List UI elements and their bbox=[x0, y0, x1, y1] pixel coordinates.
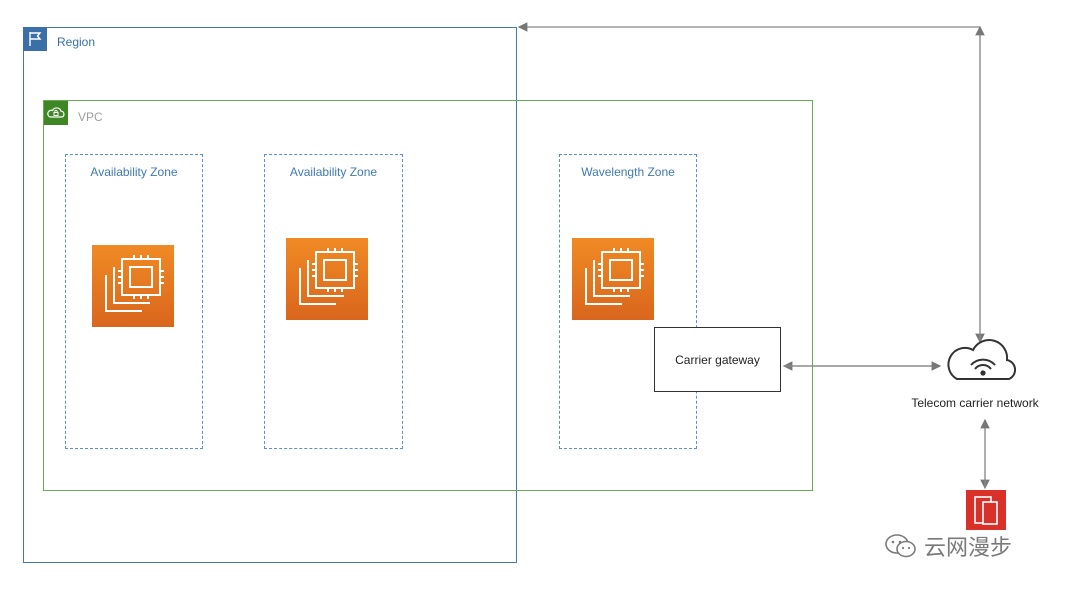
watermark: 云网漫步 bbox=[884, 530, 1012, 562]
telecom-carrier-label: Telecom carrier network bbox=[911, 396, 1039, 410]
zone-label: Availability Zone bbox=[90, 165, 178, 179]
ec2-instance-icon bbox=[92, 245, 174, 327]
region-boundary bbox=[23, 27, 517, 563]
zone-label: Availability Zone bbox=[289, 165, 378, 179]
carrier-gateway: Carrier gateway bbox=[654, 327, 781, 392]
carrier-gateway-label: Carrier gateway bbox=[675, 352, 760, 367]
vpc-label: VPC bbox=[78, 110, 103, 124]
availability-zone-1: Availability Zone bbox=[65, 154, 203, 449]
cloud-wifi-icon bbox=[943, 333, 1023, 385]
availability-zone-2: Availability Zone bbox=[264, 154, 403, 449]
mobile-device-icon bbox=[966, 490, 1006, 530]
vpc-cloud-lock-icon bbox=[44, 101, 68, 125]
wechat-icon bbox=[884, 532, 918, 560]
vpc-boundary bbox=[43, 100, 813, 491]
wavelength-zone: Wavelength Zone bbox=[559, 154, 697, 449]
region-label: Region bbox=[57, 35, 96, 49]
ec2-instance-icon bbox=[572, 238, 654, 320]
watermark-text: 云网漫步 bbox=[924, 535, 1013, 560]
region-flag-icon bbox=[23, 27, 47, 51]
ec2-instance-icon bbox=[286, 238, 368, 320]
zone-label: Wavelength Zone bbox=[581, 165, 675, 179]
